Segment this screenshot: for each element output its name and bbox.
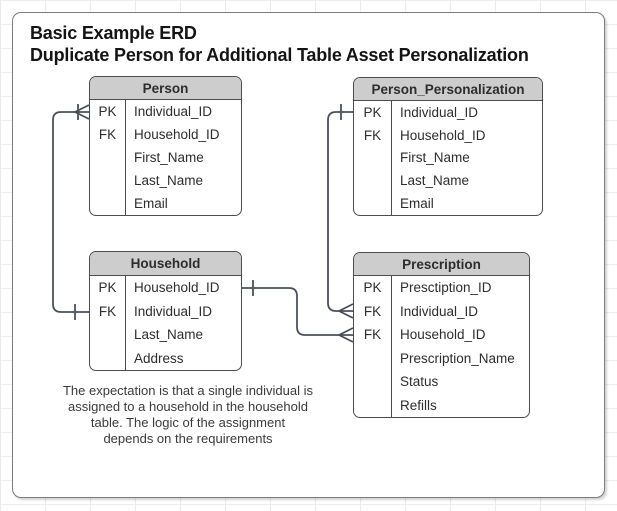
table-row: Email	[90, 192, 241, 215]
table-row: Last_Name	[90, 169, 241, 192]
field-name: Prescription_Name	[400, 350, 515, 366]
table-row: Last_Name	[354, 169, 542, 193]
table-row: PK Presctiption_ID	[354, 276, 529, 300]
key-badge	[354, 346, 392, 370]
field-name: Refills	[400, 397, 437, 413]
field-name: Last_Name	[134, 327, 204, 343]
key-badge: PK	[354, 101, 392, 124]
table-household[interactable]: Household PK Household_ID FK Individual_ID…	[89, 251, 242, 371]
key-badge: PK	[90, 100, 126, 123]
key-badge: FK	[90, 299, 126, 323]
key-badge: PK	[90, 276, 126, 300]
field-name: Individual_ID	[134, 303, 213, 319]
diagram-title-line1: Basic Example ERD	[30, 23, 197, 43]
key-badge: FK	[354, 123, 392, 147]
field-name: Household_ID	[400, 127, 486, 143]
field-name: First_Name	[134, 150, 204, 165]
table-row: Refills	[354, 393, 529, 417]
table-row: PK Household_ID	[90, 276, 241, 300]
key-badge: PK	[354, 276, 392, 300]
table-person-personalization[interactable]: Person_Personalization PK Individual_ID F…	[353, 77, 543, 216]
table-body: PK Household_ID FK Individual_ID Last_Name…	[90, 276, 241, 370]
table-row: FK Household_ID	[354, 323, 529, 347]
table-row: PK Individual_ID	[354, 101, 542, 124]
key-badge	[354, 393, 392, 417]
field-name: Status	[400, 374, 439, 390]
note-line: The expectation is that a single individ…	[62, 383, 314, 398]
field-name: Household_ID	[134, 280, 220, 296]
table-header: Prescription	[354, 253, 529, 276]
table-prescription[interactable]: Prescription PK Presctiption_ID FK Individ…	[353, 252, 530, 418]
table-row: First_Name	[354, 146, 542, 170]
table-header: Person	[90, 77, 241, 100]
table-row: Last_Name	[90, 323, 241, 347]
key-badge	[90, 169, 126, 192]
field-name: Individual_ID	[400, 303, 479, 319]
table-header: Person_Personalization	[354, 78, 542, 101]
field-name: Email	[134, 196, 168, 211]
table-body: PK Presctiption_ID FK Individual_ID FK Hous…	[354, 276, 529, 417]
table-row: Prescription_Name	[354, 346, 529, 370]
key-badge: FK	[354, 323, 392, 347]
table-row: Status	[354, 370, 529, 394]
table-row: FK Individual_ID	[354, 299, 529, 323]
annotation-note[interactable]: The expectation is that a single individ…	[16, 383, 360, 447]
key-badge	[354, 192, 392, 215]
key-badge	[354, 169, 392, 193]
table-row: FK Household_ID	[90, 123, 241, 146]
table-row: First_Name	[90, 146, 241, 169]
diagram-title[interactable]: Basic Example ERD Duplicate Person for A…	[30, 22, 595, 66]
table-row: FK Individual_ID	[90, 299, 241, 323]
key-badge	[354, 370, 392, 394]
note-line: depends on the requirements	[103, 431, 273, 446]
field-name: Email	[400, 196, 434, 212]
field-name: Household_ID	[134, 127, 220, 142]
table-body: PK Individual_ID FK Household_ID First_Nam…	[354, 101, 542, 215]
field-name: Last_Name	[400, 173, 470, 189]
note-line: assigned to a household in the household	[68, 399, 308, 414]
table-header: Household	[90, 252, 241, 276]
key-badge	[90, 346, 126, 370]
key-badge: FK	[90, 123, 126, 146]
diagram-title-line2: Duplicate Person for Additional Table As…	[30, 45, 529, 65]
key-badge	[90, 192, 126, 215]
table-row: Email	[354, 192, 542, 215]
field-name: Last_Name	[134, 173, 204, 188]
field-name: Household_ID	[400, 327, 486, 343]
key-badge: FK	[354, 299, 392, 323]
field-name: Address	[134, 350, 184, 366]
field-name: First_Name	[400, 150, 470, 166]
field-name: Individual_ID	[134, 104, 213, 119]
table-row: PK Individual_ID	[90, 100, 241, 123]
table-row: Address	[90, 346, 241, 370]
field-name: Presctiption_ID	[400, 280, 492, 296]
table-body: PK Individual_ID FK Household_ID First_Nam…	[90, 100, 241, 215]
key-badge	[90, 323, 126, 347]
key-badge	[90, 146, 126, 169]
table-person[interactable]: Person PK Individual_ID FK Household_ID Fi…	[89, 76, 242, 216]
field-name: Individual_ID	[400, 104, 479, 120]
note-line: table. The logic of the assignment	[90, 415, 286, 430]
key-badge	[354, 146, 392, 170]
table-row: FK Household_ID	[354, 123, 542, 147]
